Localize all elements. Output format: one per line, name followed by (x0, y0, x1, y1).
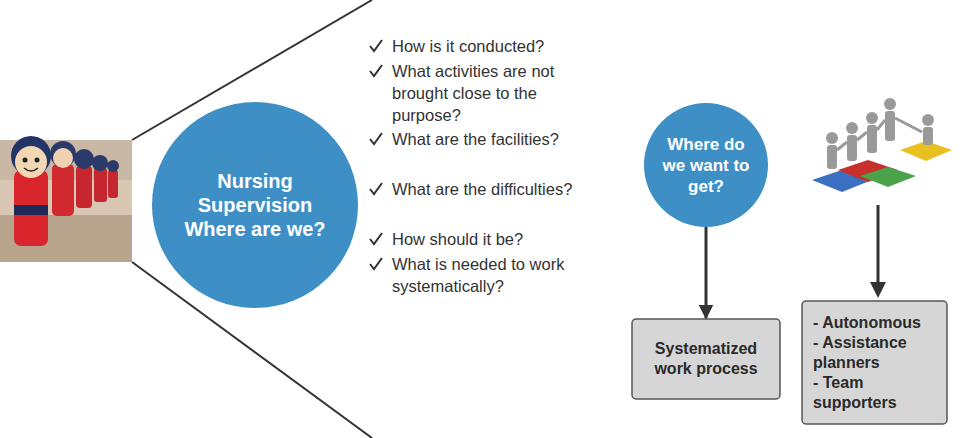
check-mark (370, 65, 382, 76)
team-puzzle-illustration (812, 98, 952, 192)
question-text: What are the facilities? (392, 128, 572, 150)
check-mark (370, 183, 382, 194)
box-fill (632, 319, 780, 399)
circle-fill (152, 102, 358, 308)
circle-fill (644, 103, 768, 227)
leader-arrow (877, 205, 880, 284)
check-mark (370, 133, 382, 144)
result-box: Systematized work process (631, 318, 781, 400)
flow-arrow (705, 227, 708, 318)
question-text: What is needed to work systematically? (392, 253, 587, 297)
node-text: - Team supporters (813, 373, 938, 413)
check-mark (370, 258, 382, 269)
result-box: - Autonomous- Assistance planners- Team … (801, 300, 948, 425)
question-text: How is it conducted? (392, 35, 622, 57)
leader-arrow-head (870, 282, 886, 298)
toy-photo (0, 136, 132, 262)
node-text: - Autonomous (813, 313, 938, 333)
box-fill (802, 301, 947, 424)
node-text: Where do we want to get? (656, 134, 756, 197)
question-text: What are the difficulties? (392, 178, 592, 200)
box-outline (631, 318, 781, 400)
question-text: What activities are not brought close to… (392, 60, 567, 126)
question-text: How should it be? (392, 228, 622, 250)
node-text: Nursing Supervision Where are we? (180, 169, 330, 241)
node-text: - Assistance planners (813, 333, 938, 373)
check-mark (370, 233, 382, 244)
stage-circle: Nursing Supervision Where are we? (152, 102, 358, 308)
check-mark (370, 40, 382, 51)
check-marks (370, 40, 382, 269)
stage-circle: Where do we want to get? (644, 103, 768, 227)
node-text: Systematized work process (641, 339, 771, 379)
